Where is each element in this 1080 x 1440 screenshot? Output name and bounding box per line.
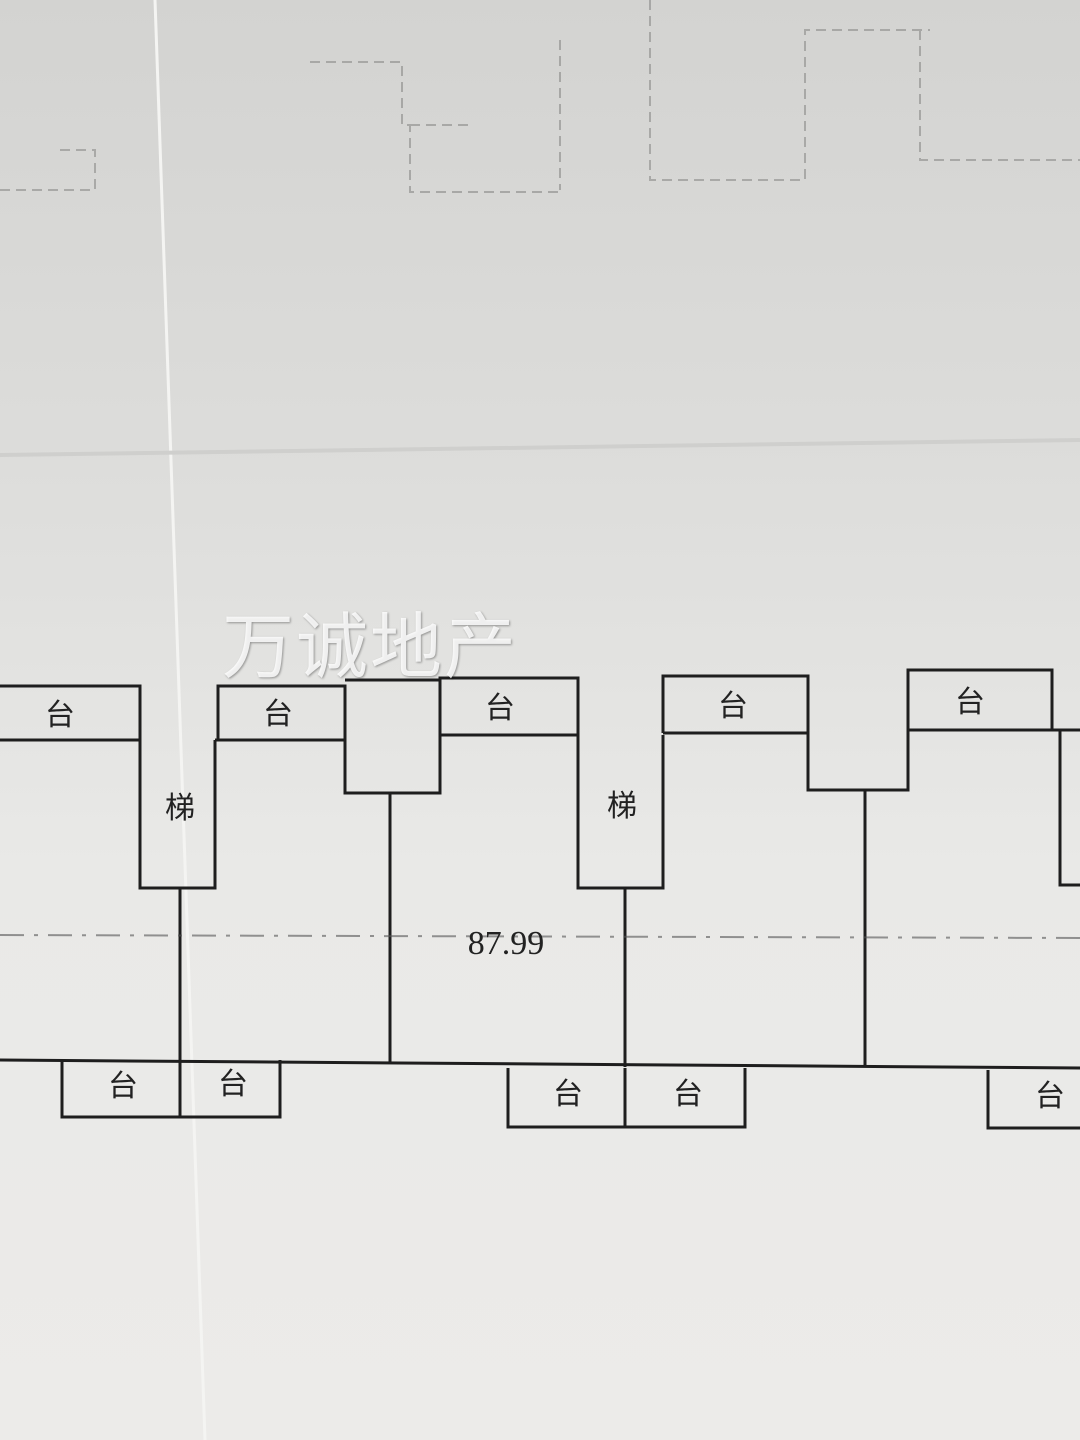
balcony-label: 台 <box>553 1077 583 1112</box>
faded-upper-plan <box>0 0 1080 193</box>
balcony-label: 台 <box>1035 1079 1065 1114</box>
stair-label: 梯 <box>607 789 637 824</box>
balcony-label: 台 <box>45 698 75 733</box>
balcony-label: 台 <box>718 689 748 724</box>
balcony-label: 台 <box>955 685 985 720</box>
axis-line <box>0 934 1080 939</box>
paper-fold-horizontal <box>0 438 1080 457</box>
area-label: 87.99 <box>468 925 545 962</box>
balcony-label: 台 <box>673 1077 703 1112</box>
balcony-label: 台 <box>218 1067 248 1102</box>
balcony-label: 台 <box>485 691 515 726</box>
plan-walls <box>0 668 1080 1130</box>
balcony-label: 台 <box>108 1069 138 1104</box>
balcony-label: 台 <box>263 697 293 732</box>
stair-label: 梯 <box>165 791 195 826</box>
watermark: 万诚地产 <box>222 605 519 689</box>
paper-fold-vertical <box>153 0 207 1440</box>
